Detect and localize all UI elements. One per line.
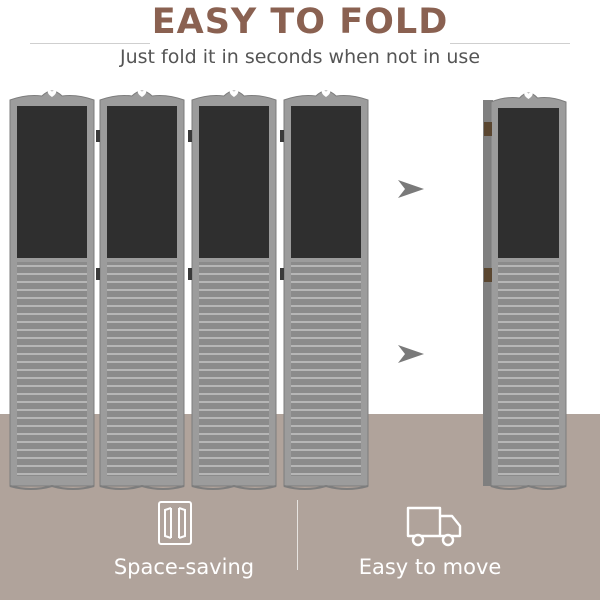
hinge	[188, 268, 192, 280]
panel-base	[9, 484, 95, 490]
panel-base	[490, 484, 567, 490]
feature-label-space-saving: Space-saving	[113, 555, 255, 579]
arrow-right-icon	[398, 345, 424, 363]
screen-panel	[9, 90, 95, 490]
folded-panels-icon	[158, 501, 192, 545]
arrow-right-icon	[398, 180, 424, 198]
chalkboard-panel	[498, 108, 559, 258]
screen-panel	[283, 90, 369, 490]
unfolded-screen	[9, 90, 369, 490]
hinge	[96, 268, 100, 280]
hinge	[188, 130, 192, 142]
chalkboard-panel	[17, 106, 87, 258]
hinge	[280, 130, 284, 142]
heart-cutout-icon	[229, 90, 239, 97]
heart-cutout-icon	[321, 90, 331, 97]
feature-label-easy-to-move: Easy to move	[358, 555, 502, 579]
screen-panel	[490, 92, 567, 490]
hinge	[280, 268, 284, 280]
hinge	[484, 268, 492, 282]
heart-cutout-icon	[47, 90, 57, 97]
page-title: EASY TO FOLD	[151, 2, 449, 42]
delivery-truck-icon	[406, 506, 462, 547]
page-subtitle: Just fold it in seconds when not in use	[119, 46, 481, 68]
folded-screen	[483, 92, 567, 490]
hinge	[484, 122, 492, 136]
panel-base	[191, 484, 277, 490]
title-divider-left	[30, 43, 150, 44]
chalkboard-panel	[107, 106, 177, 258]
heart-cutout-icon	[137, 90, 147, 97]
folded-edge	[483, 100, 493, 486]
chalkboard-panel	[291, 106, 361, 258]
hinge	[96, 130, 100, 142]
feature-divider	[297, 500, 298, 570]
panel-base	[283, 484, 369, 490]
screen-panel	[191, 90, 277, 490]
heart-cutout-icon	[524, 92, 533, 99]
panel-base	[99, 484, 185, 490]
screen-panel	[99, 90, 185, 490]
title-divider-right	[450, 43, 570, 44]
chalkboard-panel	[199, 106, 269, 258]
